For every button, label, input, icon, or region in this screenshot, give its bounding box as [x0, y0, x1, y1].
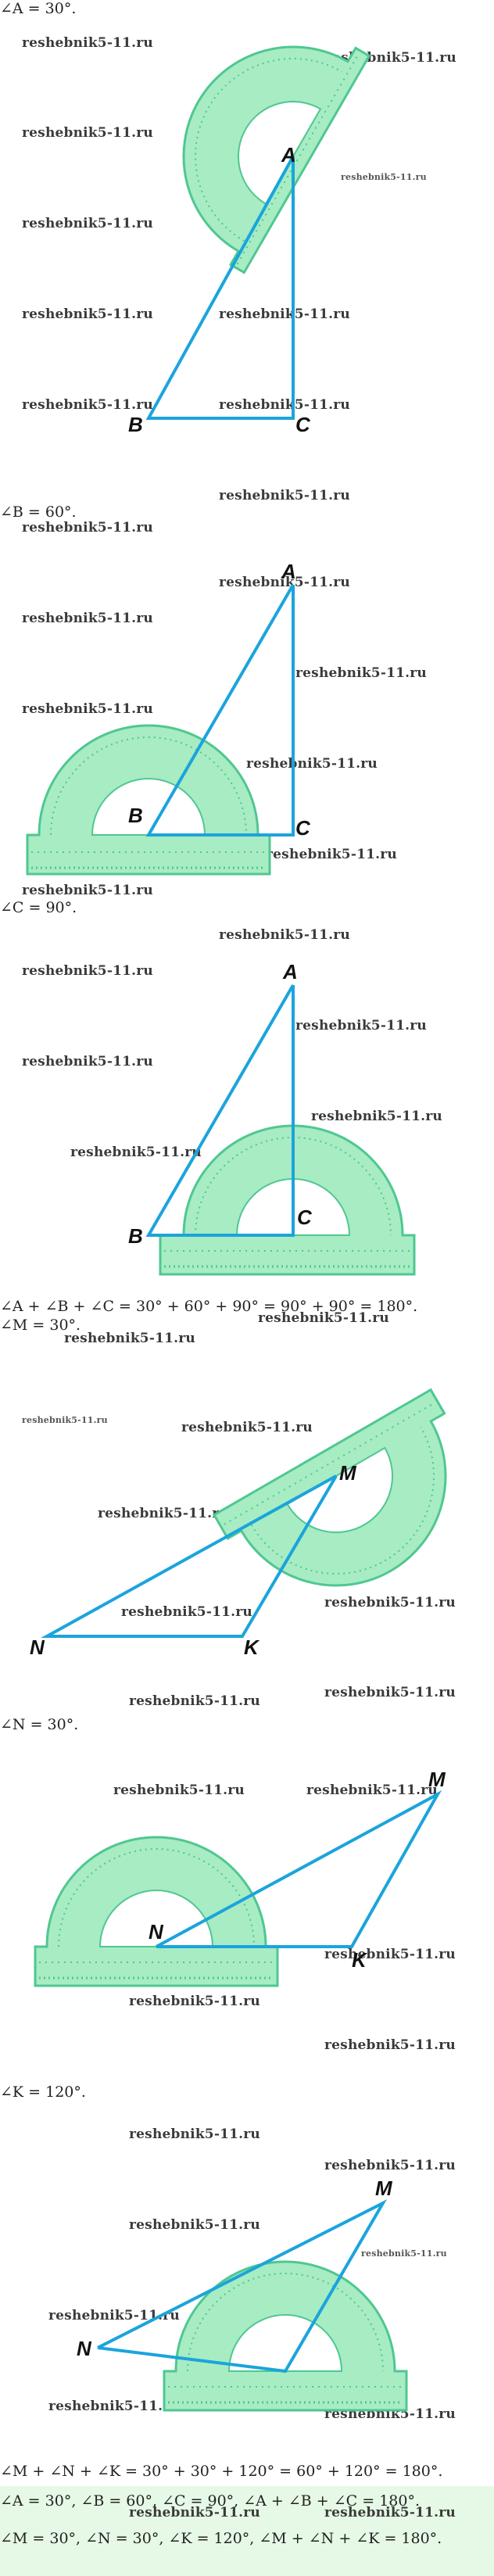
vertex-label-c: C: [295, 816, 311, 840]
vertex-label-b: B: [128, 804, 143, 827]
watermark: reshebnik5-11.ru: [22, 701, 153, 717]
watermark: reshebnik5-11.ru: [181, 1420, 313, 1435]
watermark: reshebnik5-11.ru: [129, 2217, 260, 2233]
watermark-small: reshebnik5-11.ru: [22, 1415, 108, 1425]
vertex-label-c: C: [295, 413, 311, 436]
triangle-mnk: [41, 1474, 338, 1638]
watermark: reshebnik5-11.ru: [129, 1693, 260, 1709]
watermark: reshebnik5-11.ru: [219, 575, 350, 590]
watermark: reshebnik5-11.ru: [22, 963, 153, 979]
vertex-label-k: K: [244, 1636, 260, 1659]
watermark: reshebnik5-11.ru: [121, 1604, 252, 1620]
watermark: reshebnik5-11.ru: [219, 397, 350, 413]
equation-angle-n: ∠N = 30°.: [0, 1716, 79, 1733]
watermark: reshebnik5-11.ru: [324, 1947, 456, 1962]
watermark: reshebnik5-11.ru: [22, 306, 153, 322]
watermark: reshebnik5-11.ru: [22, 1054, 153, 1069]
triangle-abc: [145, 156, 295, 420]
watermark: reshebnik5-11.ru: [22, 520, 153, 536]
equation-angle-m: ∠M = 30°.: [0, 1317, 81, 1334]
watermark: reshebnik5-11.ru: [22, 397, 153, 413]
triangle-mnk: [156, 1790, 442, 1948]
watermark: reshebnik5-11.ru: [266, 847, 397, 862]
watermark: reshebnik5-11.ru: [22, 883, 153, 898]
triangle-mnk-angle-n-diagram: M N K: [34, 1768, 446, 1987]
triangle-mnk: [97, 2199, 388, 2374]
watermark: reshebnik5-11.ru: [70, 1145, 202, 1160]
vertex-label-k: K: [352, 1948, 368, 1972]
vertex-label-n: N: [77, 2337, 92, 2360]
protractor: [163, 2260, 408, 2412]
vertex-label-a: A: [281, 560, 296, 583]
triangle-abc-angle-c-diagram: A B C: [128, 960, 416, 1276]
equation-angle-b: ∠B = 60°.: [0, 503, 77, 521]
watermark: reshebnik5-11.ru: [258, 1310, 389, 1326]
answer-line-mnk: ∠M = 30°, ∠N = 30°, ∠K = 120°, ∠M + ∠N +…: [0, 2530, 442, 2547]
triangle-abc: [145, 583, 295, 837]
watermark: reshebnik5-11.ru: [219, 306, 350, 322]
watermark: reshebnik5-11.ru: [219, 488, 350, 503]
watermark: reshebnik5-11.ru: [22, 125, 153, 141]
watermark: reshebnik5-11.ru: [64, 1331, 195, 1346]
watermark: reshebnik5-11.ru: [324, 1685, 456, 1700]
vertex-label-m: M: [339, 1461, 357, 1485]
vertex-label-m: M: [428, 1768, 446, 1791]
protractor: [182, 45, 371, 274]
vertex-label-a: A: [282, 960, 298, 983]
watermark: reshebnik5-11.ru: [246, 756, 378, 772]
watermark: reshebnik5-11.ru: [311, 1109, 442, 1124]
watermark: reshebnik5-11.ru: [324, 2037, 456, 2053]
watermark: reshebnik5-11.ru: [219, 927, 350, 943]
watermark-small: reshebnik5-11.ru: [341, 172, 427, 182]
triangle-abc-angle-b-diagram: A B C: [26, 560, 311, 876]
watermark: reshebnik5-11.ru: [129, 2126, 260, 2142]
watermark: reshebnik5-11.ru: [295, 665, 427, 681]
watermark: reshebnik5-11.ru: [98, 1506, 229, 1521]
protractor: [26, 724, 271, 876]
vertex-label-m: M: [375, 2177, 393, 2200]
vertex-label-a: A: [281, 143, 296, 167]
watermark: reshebnik5-11.ru: [48, 2308, 180, 2323]
watermark: reshebnik5-11.ru: [306, 1782, 438, 1798]
watermark: reshebnik5-11.ru: [324, 1595, 456, 1610]
watermark: reshebnik5-11.ru: [324, 2158, 456, 2173]
watermark: reshebnik5-11.ru: [22, 216, 153, 231]
equation-angle-a: ∠A = 30°.: [0, 0, 77, 17]
triangle-mnk-angle-k-diagram: M N: [77, 2177, 408, 2412]
answer-box: ∠A = 30°, ∠B = 60°, ∠C = 90°, ∠A + ∠B + …: [0, 2486, 494, 2576]
triangle-abc-angle-a-diagram: A B C: [128, 45, 371, 436]
protractor: [159, 1124, 416, 1276]
watermark-small: reshebnik5-11.ru: [361, 2248, 447, 2259]
vertex-label-b: B: [128, 1224, 143, 1248]
watermark: reshebnik5-11.ru: [22, 611, 153, 626]
vertex-label-n: N: [149, 1920, 164, 1944]
watermark: reshebnik5-11.ru: [22, 35, 153, 51]
watermark: reshebnik5-11.ru: [324, 2505, 456, 2520]
watermark: reshebnik5-11.ru: [113, 1782, 245, 1798]
vertex-label-n: N: [30, 1636, 45, 1659]
protractor: [34, 1836, 279, 1987]
vertex-label-b: B: [128, 413, 143, 436]
equation-angle-k: ∠K = 120°.: [0, 2083, 86, 2101]
triangle-abc: [145, 983, 295, 1237]
watermark: reshebnik5-11.ru: [129, 2505, 260, 2520]
answer-line-abc: ∠A = 30°, ∠B = 60°, ∠C = 90°, ∠A + ∠B + …: [0, 2492, 421, 2510]
vertex-label-c: C: [297, 1206, 313, 1229]
equation-sum-abc: ∠A + ∠B + ∠C = 30° + 60° + 90° = 90° + 9…: [0, 1298, 418, 1315]
equation-sum-mnk: ∠M + ∠N + ∠K = 30° + 30° + 120° = 60° + …: [0, 2463, 443, 2480]
watermark: reshebnik5-11.ru: [129, 1994, 260, 2009]
triangle-mnk-angle-m-diagram: M N K: [30, 1388, 447, 1659]
watermark: reshebnik5-11.ru: [295, 1018, 427, 1034]
watermark: reshebnik5-11.ru: [48, 2399, 180, 2414]
equation-angle-c: ∠C = 90°.: [0, 899, 77, 916]
